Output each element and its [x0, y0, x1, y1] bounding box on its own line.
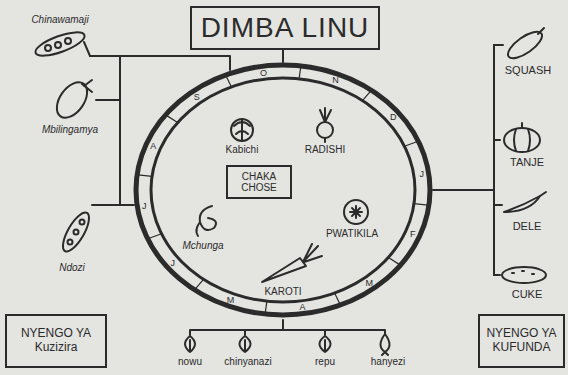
branch-line [119, 56, 121, 205]
vegetable-name: RADISHI [305, 144, 346, 156]
vegetable-name: DELE [513, 220, 542, 233]
vegetable-name: SQUASH [505, 64, 551, 77]
month-letter: D [390, 113, 397, 122]
cabbage-icon [231, 119, 253, 141]
radish-icon [317, 108, 333, 142]
branch-line [96, 99, 120, 101]
month-letter: S [194, 92, 200, 101]
stalk-line [84, 42, 90, 56]
branch-line [494, 45, 503, 275]
vegetable-name: chinyanazi [224, 356, 271, 368]
ring-tick [195, 279, 203, 289]
ring-tick [362, 91, 370, 101]
branch-line [493, 45, 495, 275]
vegetable-name: Mbilingamya [42, 124, 98, 136]
ring-tick [299, 67, 301, 79]
squash-icon [504, 27, 546, 63]
pea-pod-icon [33, 28, 87, 61]
ring-outline [133, 62, 433, 318]
season-box: NYENGO YA Kuzizira [5, 314, 107, 368]
onion-icon [381, 334, 390, 355]
vegetable-name: CUKE [512, 288, 543, 301]
box-text: NYENGO YA KUFUNDA [483, 327, 560, 355]
pumpkin-icon [504, 123, 540, 152]
tomato-icon [344, 200, 368, 224]
ring-tick [149, 234, 162, 239]
pea-pod-icon [58, 209, 94, 255]
box-text: NYENGO YA Kuzizira [10, 327, 102, 355]
month-letter: J [170, 258, 175, 267]
month-letter: A [150, 141, 156, 150]
vegetable-name: hanyezi [371, 356, 405, 368]
title-box: DIMBA LINU [190, 6, 380, 50]
month-letter: F [410, 230, 416, 239]
year-ring: CHAKA CHOSE J F M A M J J A S O N D [133, 62, 433, 318]
branch-line [433, 189, 494, 191]
ring-tick [226, 76, 231, 87]
title-line [282, 50, 284, 62]
vegetable-name: repu [315, 356, 335, 368]
branch-line [92, 204, 134, 206]
branch-line [190, 320, 385, 335]
month-letter: J [142, 202, 147, 211]
month-letter: M [227, 295, 235, 304]
branch-line [90, 56, 230, 70]
ring-tick [138, 175, 152, 176]
vegetable-name: Kabichi [226, 144, 259, 156]
root-icon [196, 206, 216, 236]
leaf-icon [240, 336, 251, 352]
leaf-icon [320, 336, 331, 352]
ring-inner [151, 78, 415, 302]
okra-icon [504, 192, 546, 212]
eggplant-icon [51, 77, 94, 124]
carrot-icon [262, 244, 322, 282]
season-box: NYENGO YA KUFUNDA [478, 314, 565, 368]
ring-tick [388, 257, 399, 264]
month-letter: A [299, 303, 305, 312]
ring-outer [136, 65, 430, 315]
vegetable-name: PWATIKILA [326, 228, 378, 240]
month-letter: O [260, 68, 267, 77]
ring-tick [405, 142, 418, 147]
ring-tick [335, 293, 340, 304]
ring-tick [265, 301, 267, 313]
ring-tick [166, 115, 177, 122]
ring-tick [414, 204, 428, 205]
vegetable-name: nowu [178, 356, 202, 368]
cucumber-icon [502, 267, 546, 283]
vegetable-name: TANJE [510, 156, 544, 169]
leaf-icon [185, 336, 195, 352]
vegetable-name: Ndozi [59, 262, 85, 274]
vegetable-name: KAROTI [264, 286, 301, 298]
vegetable-name: Mchunga [182, 240, 223, 252]
month-letter: J [419, 169, 424, 178]
vegetable-name: Chinawamaji [31, 14, 88, 26]
month-letter: M [365, 279, 373, 288]
title: DIMBA LINU [201, 12, 370, 44]
month-letter: N [332, 76, 339, 85]
center-box: CHAKA CHOSE [226, 165, 292, 199]
box-text: CHAKA CHOSE [231, 171, 287, 194]
